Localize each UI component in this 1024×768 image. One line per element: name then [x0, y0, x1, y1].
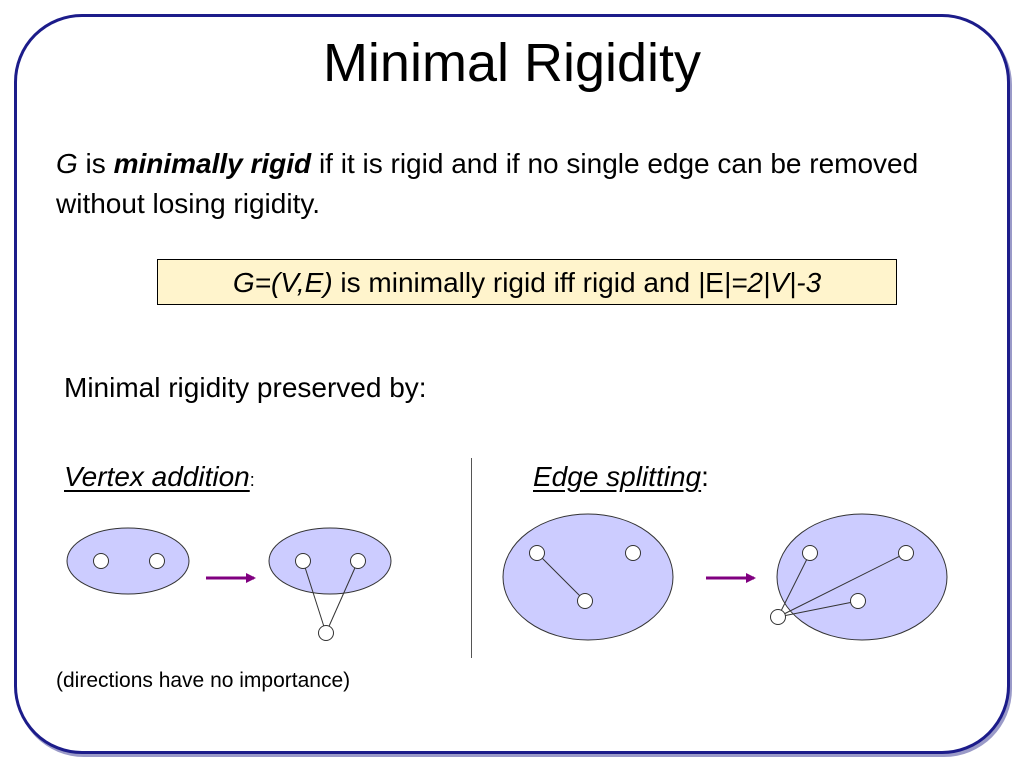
definition-text: G is minimally rigid if it is rigid and …: [56, 144, 936, 224]
graph-vertex: [295, 553, 311, 569]
graph-edge: [536, 552, 586, 602]
definition-verb: is: [77, 148, 114, 179]
vertex-addition-before-graph: [66, 527, 190, 595]
theorem-box: G=(V,E) is minimally rigid iff rigid and…: [157, 259, 897, 305]
graph-vertex: [850, 593, 866, 609]
theorem-tail: -3: [796, 267, 822, 298]
theorem-eq: =2: [731, 267, 764, 298]
graph-edge: [777, 600, 859, 618]
column-divider: [471, 458, 472, 658]
definition-subject: G: [56, 148, 78, 179]
edge-splitting-before-graph: [502, 513, 674, 641]
edge-splitting-after-graph: [770, 513, 948, 641]
edge-splitting-after-ellipse: [776, 513, 948, 641]
vertex-addition-after-ellipse: [268, 527, 392, 595]
slide-title: Minimal Rigidity: [322, 33, 702, 93]
graph-vertex: [93, 553, 109, 569]
graph-vertex: [898, 545, 914, 561]
edge-splitting-heading: Edge splitting:: [533, 457, 709, 497]
graph-vertex: [350, 553, 366, 569]
vertex-addition-before-ellipse: [66, 527, 190, 595]
edge-splitting-colon: :: [701, 461, 709, 492]
theorem-bar-3: |: [763, 267, 771, 298]
graph-vertex: [770, 609, 786, 625]
graph-edge: [325, 560, 359, 634]
edge-splitting-label: Edge splitting: [533, 461, 702, 492]
vertex-addition-after-graph: [268, 527, 392, 641]
graph-edge: [302, 560, 327, 634]
graph-edge: [777, 552, 907, 618]
definition-term: minimally rigid: [113, 148, 312, 179]
theorem-v: V: [770, 267, 789, 298]
definition-rest: if it is rigid and if no single edge can…: [56, 148, 919, 219]
graph-vertex: [577, 593, 593, 609]
theorem-bar-2: |: [723, 267, 732, 298]
theorem-e: E: [705, 267, 724, 298]
edge-splitting-before-ellipse: [502, 513, 674, 641]
theorem-bar-4: |: [788, 267, 797, 298]
vertex-addition-heading: Vertex addition:: [64, 457, 255, 500]
directions-note: (directions have no importance): [56, 669, 351, 692]
vertex-addition-label: Vertex addition: [64, 461, 250, 492]
graph-edge: [777, 552, 811, 618]
graph-vertex: [318, 625, 334, 641]
graph-vertex: [149, 553, 165, 569]
preserved-by-text: Minimal rigidity preserved by:: [64, 372, 427, 403]
graph-vertex: [802, 545, 818, 561]
theorem-middle: is minimally rigid iff rigid and: [332, 267, 698, 298]
vertex-addition-colon: :: [249, 470, 255, 490]
graph-vertex: [625, 545, 641, 561]
theorem-bar-1: |: [697, 267, 706, 298]
theorem-graph: G=(V,E): [232, 267, 333, 298]
graph-vertex: [529, 545, 545, 561]
